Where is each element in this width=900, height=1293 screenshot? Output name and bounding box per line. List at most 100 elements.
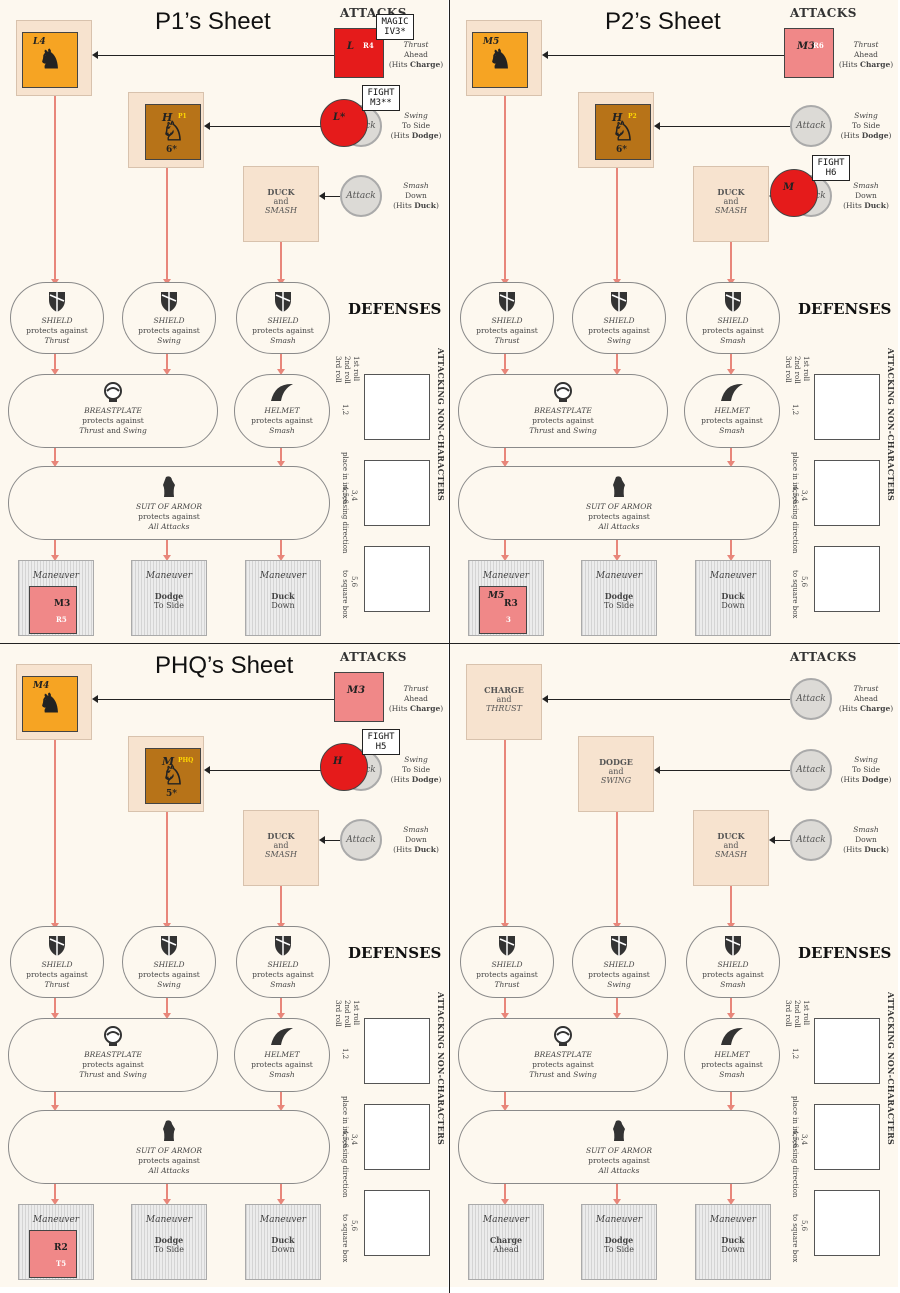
shield-name: SHIELD — [491, 316, 523, 325]
chit-line1: FIGHT — [367, 88, 395, 98]
to-box-label: to square box — [341, 570, 349, 619]
attack-counter[interactable]: L* — [320, 99, 368, 147]
attack-hits-suffix: ) — [888, 131, 892, 140]
non-character-box[interactable] — [364, 1190, 430, 1256]
attack-type: Swing — [854, 755, 878, 764]
maneuver-box-line3: SWING — [600, 776, 632, 785]
attack-arrow — [92, 51, 340, 59]
attack-counter[interactable]: M — [770, 169, 818, 217]
attack-hits-target: Charge — [409, 704, 441, 713]
character-counter[interactable]: M5♞ — [472, 32, 528, 88]
roll-label: 1st roll — [802, 356, 810, 382]
shield-name: SHIELD — [717, 960, 749, 969]
attack-hits-prefix: (Hits — [390, 775, 412, 784]
range-label-456: 4,5,6 — [791, 486, 799, 504]
non-character-box[interactable] — [814, 374, 880, 440]
attack-type: Smash — [853, 825, 879, 834]
attack-direction: Ahead — [854, 50, 878, 59]
flow-line — [727, 1184, 735, 1205]
non-character-box[interactable] — [364, 374, 430, 440]
helmet-protects: protects against — [701, 416, 763, 425]
non-character-box[interactable] — [814, 546, 880, 612]
attack-counter[interactable]: H — [320, 743, 368, 791]
shield-target: Smash — [270, 336, 296, 345]
shield-protects: protects against — [252, 970, 314, 979]
maneuver-direction: To Side — [154, 1245, 184, 1254]
roll-label: 2nd roll — [793, 1000, 801, 1028]
attack-type: Thrust — [853, 684, 879, 693]
non-character-box[interactable] — [364, 1018, 430, 1084]
maneuver-box-line1: DUCK — [267, 831, 295, 841]
range-label: 3,4 — [350, 490, 358, 502]
attack-circle[interactable]: Attack — [340, 175, 382, 217]
non-characters-title: ATTACKING NON-CHARACTERS — [436, 992, 446, 1146]
flow-line — [163, 1184, 171, 1205]
non-character-box[interactable] — [364, 460, 430, 526]
character-counter[interactable]: L4♞ — [22, 32, 78, 88]
attack-circle[interactable]: Attack — [340, 819, 382, 861]
attack-hits-suffix: ) — [890, 60, 894, 69]
attack-hits-target: Charge — [409, 60, 441, 69]
non-character-box[interactable] — [814, 1018, 880, 1084]
range-label: 5,6 — [350, 1220, 358, 1232]
non-character-box[interactable] — [364, 546, 430, 612]
suit-protects: protects against — [138, 512, 200, 521]
non-character-box[interactable] — [364, 1104, 430, 1170]
attack-counter[interactable]: M3 — [334, 672, 384, 722]
shield-protects: protects against — [588, 326, 650, 335]
range-label: 5,6 — [800, 1220, 808, 1232]
maneuver-box-line2: and — [608, 767, 624, 776]
flow-line — [277, 1184, 285, 1205]
helmet-target: Smash — [269, 1070, 295, 1079]
non-character-box[interactable] — [814, 1104, 880, 1170]
attack-direction: Down — [405, 835, 427, 844]
maneuver-name: Duck — [721, 591, 745, 601]
attack-arrow — [204, 766, 340, 774]
breastplate-targets: Thrust and Swing — [459, 1070, 667, 1080]
breastplate-target2: Swing — [123, 1070, 147, 1079]
shield-name: SHIELD — [267, 316, 299, 325]
shield-target: Swing — [607, 980, 631, 989]
non-character-box[interactable] — [814, 1190, 880, 1256]
attack-circle[interactable]: Attack — [790, 105, 832, 147]
maneuver-box-line2: and — [496, 695, 512, 704]
non-character-box[interactable] — [814, 460, 880, 526]
suit-icon — [459, 475, 779, 502]
roll-label: 1st roll — [802, 1000, 810, 1026]
flow-line — [163, 540, 171, 561]
attack-circle[interactable]: Attack — [790, 678, 832, 720]
attack-arrow — [319, 192, 340, 200]
attack-circle[interactable]: Attack — [790, 749, 832, 791]
attack-hits-target: Dodge — [861, 775, 889, 784]
character-counter[interactable]: M4♞ — [22, 676, 78, 732]
flow-line — [163, 168, 171, 285]
shield-target: Thrust — [494, 980, 520, 989]
attack-hits-target: Dodge — [861, 131, 889, 140]
attack-circle[interactable]: Attack — [790, 819, 832, 861]
maneuver-box-line1: DUCK — [717, 831, 745, 841]
